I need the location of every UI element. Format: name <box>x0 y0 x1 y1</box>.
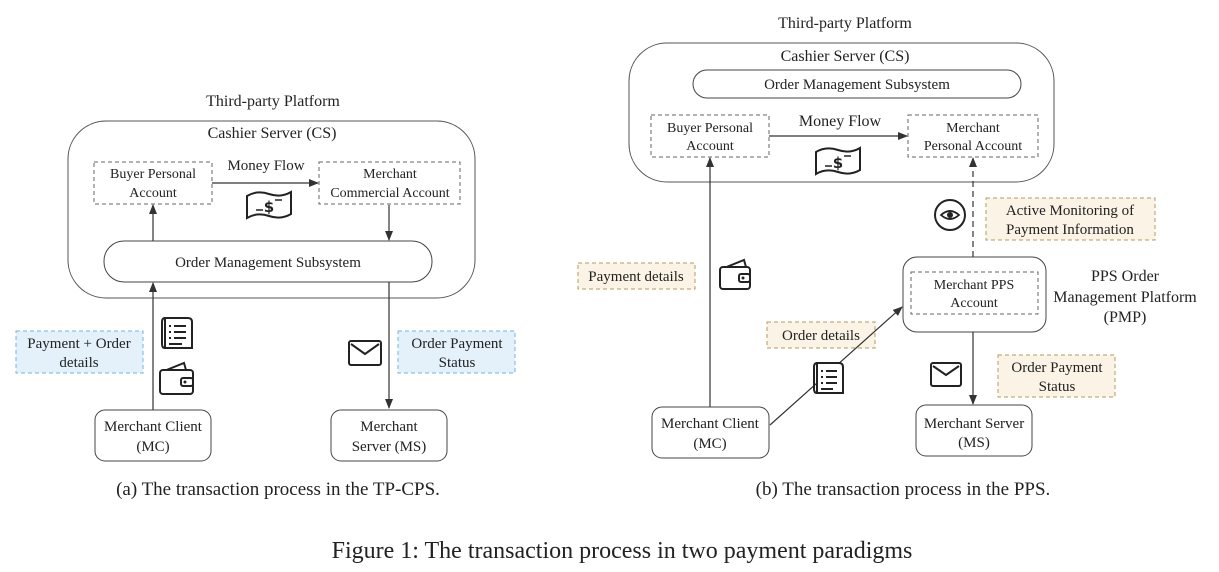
payment-details-label-b: Payment details <box>588 269 684 285</box>
merchant-server-label-b-line1: Merchant Server <box>924 416 1024 432</box>
pmp-label-b-line1: PPS Order <box>1091 268 1160 285</box>
order-subsystem-label-a: Order Management Subsystem <box>175 255 361 271</box>
payment-order-details-tag-a <box>15 330 144 374</box>
active-monitoring-tag-b <box>985 197 1156 241</box>
order-subsystem-box-a <box>103 240 433 283</box>
wallet-icon <box>719 258 751 290</box>
active-monitoring-label-b-line2: Payment Information <box>1006 222 1134 238</box>
cashier-server-label-a: Cashier Server (CS) <box>208 125 337 142</box>
buyer-account-label-a-line2: Account <box>129 186 177 201</box>
order-payment-status-tag-b <box>997 354 1116 398</box>
order-subsystem-label-b: Order Management Subsystem <box>764 77 950 93</box>
order-payment-status-label-a-line2: Status <box>439 355 476 371</box>
svg-text:$: $ <box>833 154 843 172</box>
panel-a: Third-party Platform Cashier Server (CS)… <box>15 93 516 500</box>
cashier-server-container-a <box>67 120 476 299</box>
merchant-server-label-a-line2: Server (MS) <box>352 439 427 455</box>
merchant-client-label-a-line2: (MC) <box>136 439 169 455</box>
platform-label-a: Third-party Platform <box>206 93 340 110</box>
order-payment-status-label-b-line2: Status <box>1039 379 1076 395</box>
merchant-server-box-b <box>915 404 1033 457</box>
payment-order-details-label-a-line1: Payment + Order <box>27 336 130 352</box>
order-details-tag-b <box>766 321 876 349</box>
caption-a: (a) The transaction process in the TP-CP… <box>116 479 440 500</box>
figure-caption: Figure 1: The transaction process in two… <box>332 538 913 564</box>
envelope-icon <box>930 362 962 387</box>
cashier-server-container-b <box>628 42 1055 183</box>
wallet-icon <box>159 361 194 395</box>
receipt-icon <box>813 362 844 394</box>
merchant-server-box-a <box>330 409 448 462</box>
merchant-server-label-a-line1: Merchant <box>360 419 418 435</box>
eye-icon <box>934 199 966 231</box>
order-subsystem-box-b <box>692 69 1022 99</box>
merchant-account-label-b-line2: Personal Account <box>924 139 1022 154</box>
merchant-account-label-b-line1: Merchant <box>946 121 1000 136</box>
money-flow-label-b: Money Flow <box>799 113 882 130</box>
cashier-server-label-b: Cashier Server (CS) <box>781 48 910 65</box>
merchant-pps-account-box-b <box>910 271 1039 315</box>
caption-b: (b) The transaction process in the PPS. <box>756 479 1051 500</box>
receipt-icon <box>161 317 193 349</box>
buyer-account-label-b-line1: Buyer Personal <box>667 121 753 136</box>
merchant-client-box-a <box>94 409 212 462</box>
merchant-pps-account-label-b-line1: Merchant PPS <box>934 278 1015 293</box>
panel-b: Third-party Platform Cashier Server (CS)… <box>577 15 1197 500</box>
active-monitoring-label-b-line1: Active Monitoring of <box>1006 203 1134 219</box>
merchant-account-box-b <box>907 114 1039 158</box>
envelope-icon <box>348 340 382 366</box>
payment-details-tag-b <box>577 262 696 290</box>
order-payment-status-tag-a <box>397 330 516 374</box>
payment-order-details-label-a-line2: details <box>59 355 98 371</box>
money-bill-icon: $ <box>815 146 861 176</box>
merchant-account-label-a-line1: Merchant <box>363 167 417 182</box>
merchant-account-box-a <box>318 161 461 205</box>
order-payment-status-label-b-line1: Order Payment <box>1011 360 1103 376</box>
buyer-account-label-a-line1: Buyer Personal <box>110 167 196 182</box>
pmp-box-b <box>902 256 1047 333</box>
platform-label-b: Third-party Platform <box>778 15 912 32</box>
merchant-client-label-b-line1: Merchant Client <box>661 416 760 432</box>
pmp-label-b-line3: (PMP) <box>1104 309 1147 326</box>
pmp-label-b-line2: Management Platform <box>1053 289 1197 306</box>
money-bill-icon: $ <box>246 190 292 220</box>
buyer-account-label-b-line2: Account <box>686 139 734 154</box>
merchant-account-label-a-line2: Commercial Account <box>330 186 449 201</box>
order-payment-status-label-a-line1: Order Payment <box>411 336 503 352</box>
order-details-label-b: Order details <box>782 328 860 344</box>
merchant-pps-account-label-b-line2: Account <box>950 296 998 311</box>
merchant-client-box-b <box>651 406 770 459</box>
merchant-client-label-b-line2: (MC) <box>693 436 726 452</box>
svg-text:$: $ <box>264 198 274 216</box>
merchant-server-label-b-line2: (MS) <box>958 435 990 451</box>
money-flow-label-a: Money Flow <box>227 158 304 174</box>
merchant-client-label-a-line1: Merchant Client <box>104 419 203 435</box>
